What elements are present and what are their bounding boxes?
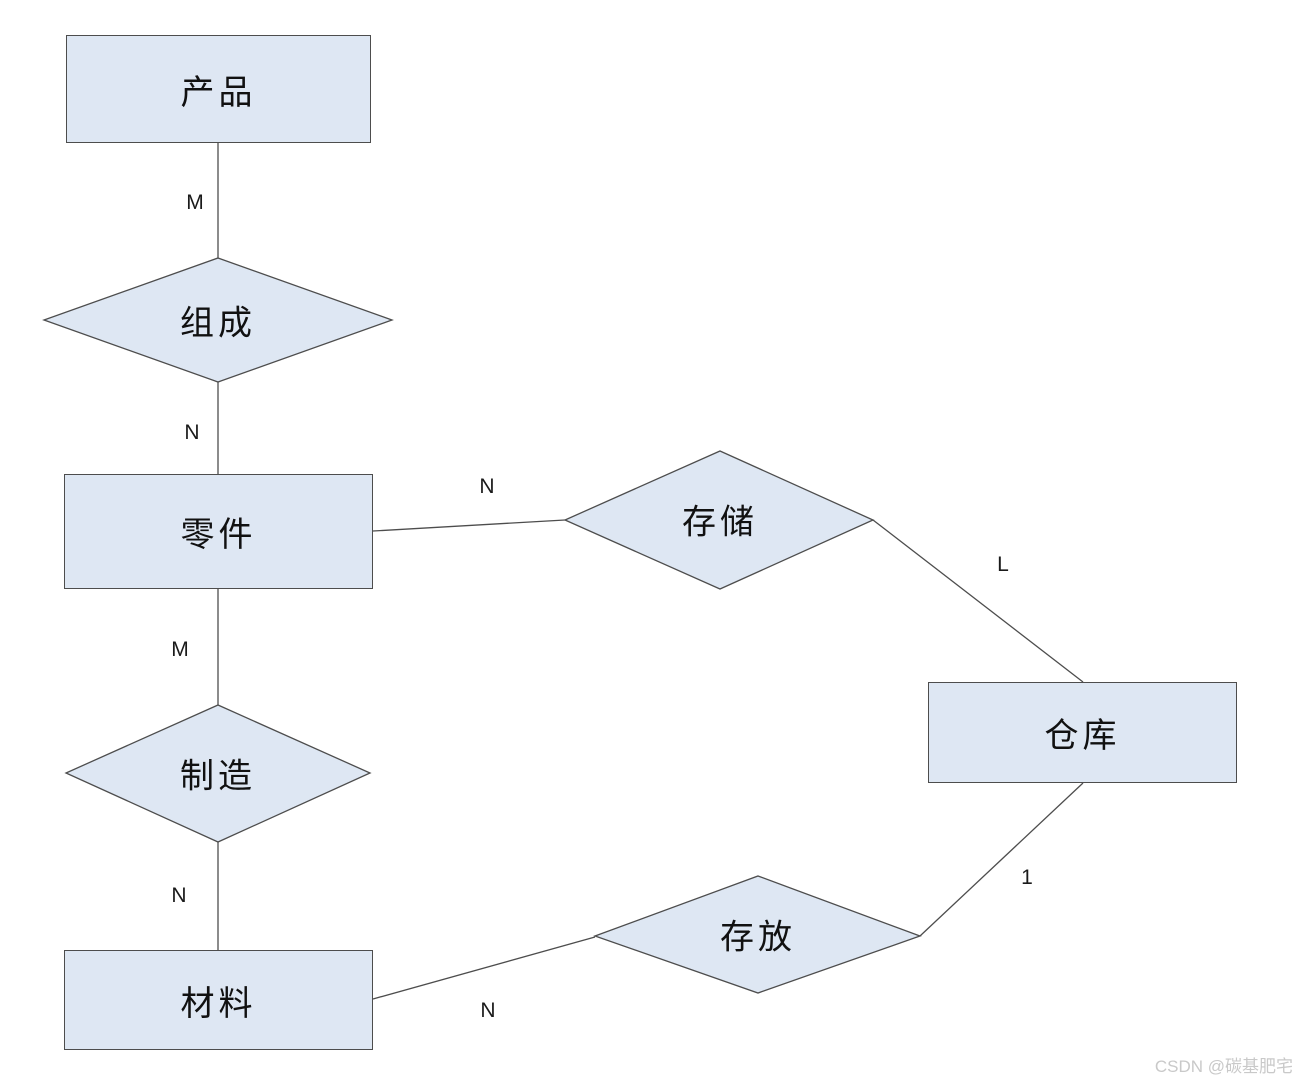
cardinality-place-warehouse: 1 xyxy=(1021,866,1033,889)
entity-part: 零件 xyxy=(64,474,373,589)
connector-part-store xyxy=(372,519,566,532)
cardinality-manufacture-material: N xyxy=(171,884,187,907)
relationship-compose-diamond xyxy=(42,257,394,383)
entity-product: 产品 xyxy=(66,35,371,143)
entity-material: 材料 xyxy=(64,950,373,1050)
cardinality-compose-part: N xyxy=(184,421,200,444)
relationship-manufacture-diamond xyxy=(64,704,372,843)
relationship-place-label: 存放 xyxy=(720,917,796,958)
csdn-watermark: CSDN @碳基肥宅 xyxy=(1154,1057,1293,1076)
entity-warehouse-label: 仓库 xyxy=(1044,716,1121,756)
relationship-manufacture-label: 制造 xyxy=(180,756,256,797)
connector-material-place xyxy=(372,936,596,1000)
cardinality-part-manufacture: M xyxy=(171,638,189,661)
entity-warehouse: 仓库 xyxy=(928,682,1237,783)
relationship-store-label: 存储 xyxy=(682,502,758,543)
connector-place-warehouse xyxy=(919,782,1084,937)
entity-product-label: 产品 xyxy=(180,72,257,113)
cardinality-material-place: N xyxy=(480,999,496,1022)
cardinality-product-compose: M xyxy=(186,191,204,214)
connector-store-warehouse xyxy=(872,519,1084,683)
entity-part-label: 零件 xyxy=(180,515,257,555)
cardinality-part-store: N xyxy=(479,475,495,498)
entity-material-label: 材料 xyxy=(180,983,257,1024)
relationship-store-diamond xyxy=(563,450,875,590)
relationship-place-diamond xyxy=(593,875,922,994)
cardinality-store-warehouse: L xyxy=(997,553,1009,576)
relationship-compose-label: 组成 xyxy=(180,303,256,344)
